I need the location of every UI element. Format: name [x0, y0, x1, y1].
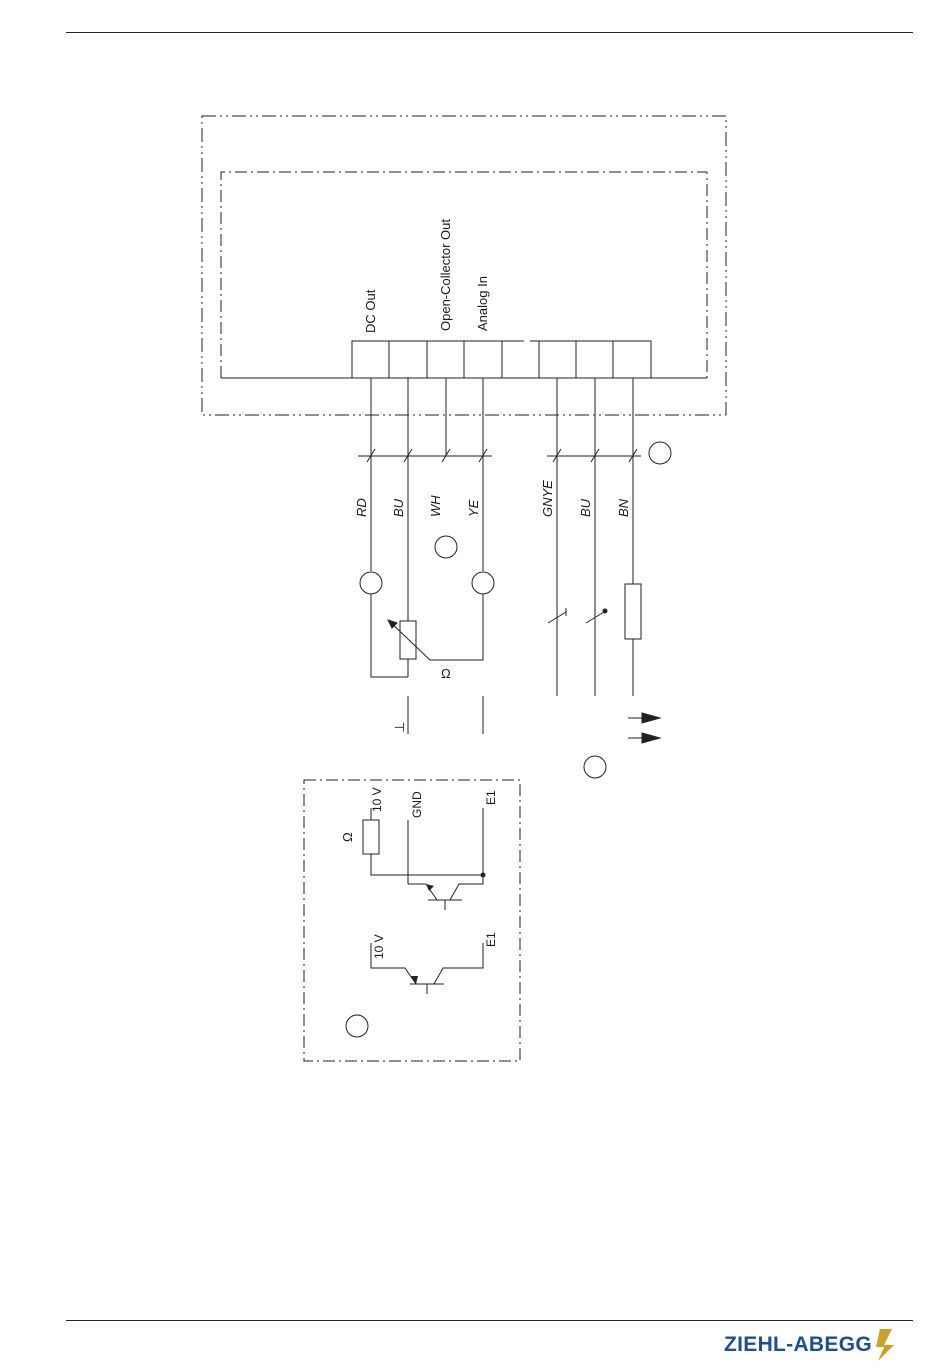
- terminal-open-collector: [427, 341, 464, 378]
- terminal-analog-in: [464, 341, 502, 378]
- inset-lower-circuit: [371, 943, 483, 994]
- callout-circle-mains: [584, 756, 606, 778]
- terminal-l: [613, 341, 651, 378]
- potentiometer-body: [400, 621, 416, 659]
- label-wire-bu-right: BU: [578, 498, 593, 517]
- label-open-collector-out: Open-Collector Out: [438, 219, 453, 331]
- fuse-l: [625, 584, 641, 639]
- label-inset-upper-gnd: GND: [410, 791, 424, 818]
- label-wire-bu-left: BU: [391, 498, 406, 517]
- cable-right-bundle: [547, 449, 641, 462]
- label-inset-lower-10v: 10 V: [372, 934, 386, 959]
- label-wire-gnye: GNYE: [540, 480, 555, 517]
- inset-lower-emitter-arrow: [411, 976, 418, 984]
- terminal-gnd: [389, 341, 427, 378]
- label-potentiometer-ohm: Ω: [441, 666, 451, 681]
- label-inset-resistor-ohm: Ω: [340, 832, 355, 842]
- cable-left-bundle: [358, 449, 492, 462]
- label-inset-upper-10v: 10 V: [370, 787, 384, 812]
- label-wire-rd: RD: [354, 498, 369, 517]
- potentiometer-circuit: [371, 594, 483, 677]
- terminal-pe: [539, 341, 576, 378]
- callout-circle-ye: [472, 572, 494, 594]
- brand-emblem-icon: [872, 1327, 900, 1363]
- brand-logo: ZIEHL-ABEGG: [724, 1327, 900, 1363]
- inset-upper-circuit: [363, 808, 483, 910]
- label-dc-out: DC Out: [363, 289, 378, 333]
- callout-circle-inset: [346, 1015, 368, 1037]
- callout-circles: [346, 442, 671, 1037]
- brand-name: ZIEHL-ABEGG: [724, 1333, 872, 1357]
- inset-junction: [481, 873, 486, 878]
- terminal-n: [576, 341, 613, 378]
- callout-circle-rd: [360, 572, 382, 594]
- terminal-dc-out: [352, 341, 389, 378]
- inset-boundary: [304, 780, 520, 1061]
- terminal-block-right: [539, 341, 651, 378]
- terminal-block-left: [352, 341, 502, 378]
- callout-circle-cable: [649, 442, 671, 464]
- label-analog-in: Analog In: [475, 276, 490, 331]
- label-wire-wh: WH: [428, 495, 443, 517]
- wires: [371, 378, 633, 734]
- label-ground: ⊥: [392, 722, 407, 733]
- inset-resistor: [363, 820, 379, 854]
- label-wire-ye: YE: [466, 499, 481, 517]
- label-inset-lower-e1: E1: [484, 932, 498, 947]
- callout-circle-wh: [435, 536, 457, 558]
- inset-upper-emitter-arrow: [426, 884, 434, 891]
- label-inset-upper-e1: E1: [484, 790, 498, 805]
- label-wire-bn: BN: [616, 498, 631, 517]
- direction-arrows: [628, 713, 660, 743]
